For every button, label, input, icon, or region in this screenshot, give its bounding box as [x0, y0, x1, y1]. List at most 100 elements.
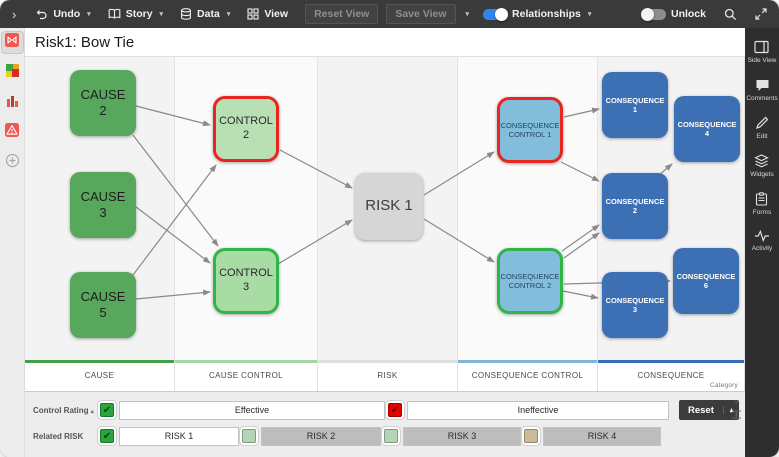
grid-view-icon — [247, 8, 259, 20]
filter-chip-risk-4[interactable]: RISK 4 — [543, 426, 661, 446]
checkbox-risk-1[interactable]: ✔ — [100, 429, 114, 443]
checkbox-ineffective[interactable]: ✔ — [388, 403, 402, 417]
column-label-cause[interactable]: CAUSE — [25, 360, 175, 391]
panel-fit-icon[interactable] — [731, 409, 742, 422]
database-icon — [181, 8, 191, 20]
column-label-consequence-control[interactable]: CONSEQUENCE CONTROL — [458, 360, 598, 391]
relationships-toggle[interactable] — [483, 7, 509, 21]
tool-widgets[interactable]: Widgets — [750, 154, 774, 178]
column-label-text: CAUSE — [84, 371, 115, 380]
checkbox-risk-2[interactable] — [242, 429, 256, 443]
warning-icon — [4, 122, 20, 143]
data-caret-icon[interactable]: ▾ — [226, 11, 231, 18]
node-label: CONTROL 1 — [508, 130, 552, 139]
undo-label: Undo — [53, 8, 81, 20]
tool-edit[interactable]: Edit — [755, 116, 769, 140]
node-label: CONSEQUENCE — [605, 95, 665, 105]
tool-activity[interactable]: Activity — [752, 230, 772, 252]
node-risk-1[interactable]: RISK 1 — [355, 173, 423, 240]
add-icon — [5, 153, 20, 173]
checkbox-risk-4[interactable] — [524, 429, 538, 443]
fullscreen-icon[interactable] — [755, 8, 767, 20]
reset-caret-icon[interactable]: ▴ — [722, 406, 740, 414]
undo-icon — [36, 10, 47, 20]
filter-row-related-risk: Related RISK ✔ RISK 1 RISK 2 RISK 3 RISK 4 — [33, 425, 745, 447]
search-icon[interactable] — [724, 8, 737, 21]
filter-chip-ineffective[interactable]: Ineffective — [407, 400, 669, 420]
relationships-caret-icon[interactable]: ▾ — [587, 11, 592, 18]
collapse-toolbar-icon[interactable]: › — [12, 6, 17, 22]
sidebar-item-add-icon[interactable] — [2, 152, 23, 173]
reset-button[interactable]: Reset ▴ — [679, 400, 740, 420]
filter-chip-risk-3[interactable]: RISK 3 — [403, 426, 521, 446]
view-button[interactable]: View — [247, 8, 288, 20]
filter-chip-risk-1[interactable]: RISK 1 — [119, 426, 239, 446]
node-label: CONSEQUENCE — [605, 295, 665, 305]
column-label-text: CONSEQUENCE CONTROL — [471, 371, 584, 380]
top-toolbar: › Undo ▾ Story ▾ Data ▾ View Reset View … — [0, 0, 779, 28]
tool-side-view[interactable]: Side View — [747, 40, 777, 64]
node-label: CONSEQUENCE — [677, 119, 737, 129]
node-label: 5 — [99, 305, 107, 320]
unlock-toggle-group[interactable]: Unlock — [640, 7, 706, 21]
filter-row-label[interactable]: Related RISK — [33, 431, 84, 441]
node-label: 1 — [632, 105, 638, 114]
sidebar-item-bowtie-icon[interactable] — [1, 32, 23, 53]
view-options-caret-icon[interactable]: ▾ — [465, 11, 470, 18]
undo-caret-icon[interactable]: ▾ — [87, 11, 91, 18]
column-label-risk[interactable]: RISK — [318, 360, 458, 391]
panel-collapse-icon[interactable]: ⌄ — [732, 395, 741, 406]
node-label: 2 — [632, 206, 638, 215]
checkbox-risk-3[interactable] — [384, 429, 398, 443]
column-color-bar — [175, 360, 317, 363]
save-view-button[interactable]: Save View — [386, 4, 456, 24]
edit-icon — [755, 116, 769, 133]
filter-row-label[interactable]: Control Rating ▴ — [33, 405, 94, 415]
filter-chip-effective[interactable]: Effective — [119, 400, 385, 420]
data-button[interactable]: Data ▾ — [180, 8, 230, 20]
undo-button[interactable]: Undo ▾ — [36, 8, 91, 20]
unlock-label: Unlock — [670, 8, 706, 20]
filter-chip-risk-2[interactable]: RISK 2 — [261, 426, 381, 446]
story-button[interactable]: Story ▾ — [108, 8, 163, 20]
column-label-cause-control[interactable]: CAUSE CONTROL — [175, 360, 318, 391]
unlock-toggle[interactable] — [640, 7, 666, 21]
tool-forms[interactable]: Forms — [753, 192, 771, 216]
title-bar: Risk1: Bow Tie — [25, 28, 745, 57]
story-caret-icon[interactable]: ▾ — [159, 11, 164, 18]
node-label: CAUSE — [80, 288, 126, 304]
sidebar-item-warning-icon[interactable] — [2, 122, 23, 143]
sort-icon: ▴ — [90, 408, 94, 415]
sidebar-item-bar-chart-icon[interactable] — [2, 92, 23, 113]
view-label: View — [264, 8, 289, 20]
sidebar-item-risk-matrix-icon[interactable] — [2, 62, 23, 83]
node-label: 3 — [242, 281, 250, 293]
node-label: 2 — [99, 103, 107, 118]
reset-label: Reset — [688, 404, 714, 416]
widgets-icon — [754, 154, 770, 171]
node-label: RISK 1 — [365, 197, 413, 215]
checkbox-effective[interactable]: ✔ — [100, 403, 114, 417]
tool-label: Side View — [747, 57, 777, 64]
reset-view-button[interactable]: Reset View — [305, 4, 379, 24]
forms-icon — [755, 192, 768, 209]
tool-comments[interactable]: Comments — [746, 78, 778, 102]
node-label: CONTROL 2 — [508, 281, 552, 290]
relationships-toggle-group[interactable]: Relationships ▾ — [483, 7, 592, 21]
